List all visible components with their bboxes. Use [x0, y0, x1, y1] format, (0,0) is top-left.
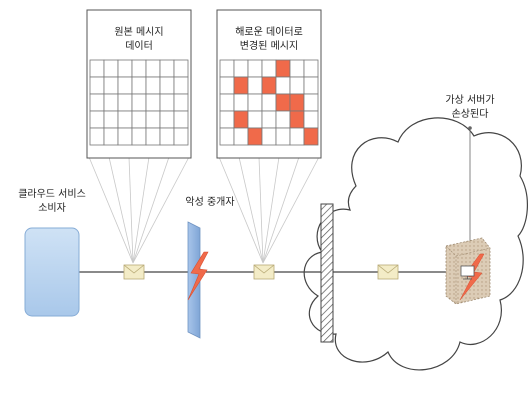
- grid-cell: [173, 93, 189, 112]
- grid-cell: [103, 93, 119, 112]
- envelope-icon: [123, 264, 145, 280]
- grid-cell-filled: [289, 110, 305, 129]
- corrupted-message-label: 해로운 데이터로 변경된 메시지: [235, 27, 303, 52]
- grid-cell: [219, 59, 235, 78]
- grid-cell: [173, 76, 189, 95]
- firewall-icon: [320, 203, 334, 343]
- grid-cell-filled: [289, 93, 305, 112]
- grid-cell: [247, 76, 263, 95]
- grid-cell-filled: [233, 76, 249, 95]
- grid-cell: [219, 93, 235, 112]
- grid-cell: [89, 110, 105, 129]
- grid-cell-filled: [233, 110, 249, 129]
- grid-cell: [131, 127, 147, 146]
- malicious-intermediary-panel: [187, 221, 201, 339]
- malicious-intermediary-label: 악성 중개자: [185, 197, 235, 208]
- grid-cell: [103, 76, 119, 95]
- grid-cell: [145, 93, 161, 112]
- grid-cell: [219, 110, 235, 129]
- original-message-label: 원본 메시지 데이터: [114, 27, 164, 52]
- grid-cell: [103, 110, 119, 129]
- corrupted-data-grid: [219, 59, 319, 146]
- grid-cell: [289, 76, 305, 95]
- grid-cell: [117, 127, 133, 146]
- grid-cell: [89, 59, 105, 78]
- grid-cell: [159, 59, 175, 78]
- grid-cell: [275, 110, 291, 129]
- projection-lines-corrupted: [218, 156, 320, 264]
- grid-cell: [131, 76, 147, 95]
- grid-cell: [131, 93, 147, 112]
- grid-cell: [247, 59, 263, 78]
- grid-cell: [173, 110, 189, 129]
- grid-cell-filled: [275, 93, 291, 112]
- grid-cell: [89, 93, 105, 112]
- callout-dot: [468, 126, 472, 130]
- grid-cell: [289, 59, 305, 78]
- lightning-icon: [187, 251, 209, 301]
- grid-cell: [173, 127, 189, 146]
- grid-cell: [159, 127, 175, 146]
- grid-cell: [117, 59, 133, 78]
- grid-cell-filled: [303, 127, 319, 146]
- grid-cell: [233, 127, 249, 146]
- grid-cell: [303, 59, 319, 78]
- grid-cell: [117, 93, 133, 112]
- grid-cell: [145, 76, 161, 95]
- grid-cell: [303, 110, 319, 129]
- grid-cell: [145, 59, 161, 78]
- grid-cell: [247, 93, 263, 112]
- grid-cell: [159, 76, 175, 95]
- grid-cell-filled: [261, 76, 277, 95]
- grid-cell: [261, 127, 277, 146]
- grid-cell: [303, 93, 319, 112]
- grid-cell: [117, 76, 133, 95]
- grid-cell: [233, 59, 249, 78]
- envelope-icon: [253, 264, 275, 280]
- grid-cell: [233, 93, 249, 112]
- grid-cell: [219, 127, 235, 146]
- original-data-grid: [89, 59, 189, 146]
- grid-cell: [261, 93, 277, 112]
- grid-cell: [247, 110, 263, 129]
- grid-cell: [103, 59, 119, 78]
- grid-cell-filled: [275, 59, 291, 78]
- grid-cell: [289, 127, 305, 146]
- grid-cell: [261, 59, 277, 78]
- cloud-service-consumer-icon: [24, 227, 80, 317]
- grid-cell: [117, 110, 133, 129]
- grid-cell: [275, 76, 291, 95]
- cloud-service-consumer-label: 클라우드 서비스 소비자: [18, 189, 86, 214]
- grid-cell: [145, 127, 161, 146]
- grid-cell-filled: [247, 127, 263, 146]
- grid-cell: [131, 59, 147, 78]
- cloud-shape: [303, 117, 528, 371]
- grid-cell: [219, 76, 235, 95]
- grid-cell: [159, 93, 175, 112]
- virtual-server-damaged-label: 가상 서버가 손상된다: [445, 95, 495, 120]
- grid-cell: [159, 110, 175, 129]
- grid-cell: [89, 76, 105, 95]
- grid-cell: [261, 110, 277, 129]
- grid-cell: [173, 59, 189, 78]
- grid-cell: [103, 127, 119, 146]
- monitor-icon: [460, 265, 475, 280]
- grid-cell: [145, 110, 161, 129]
- envelope-icon: [377, 264, 399, 280]
- grid-cell: [89, 127, 105, 146]
- projection-lines-original: [88, 156, 190, 264]
- grid-cell: [275, 127, 291, 146]
- grid-cell: [131, 110, 147, 129]
- grid-cell: [303, 76, 319, 95]
